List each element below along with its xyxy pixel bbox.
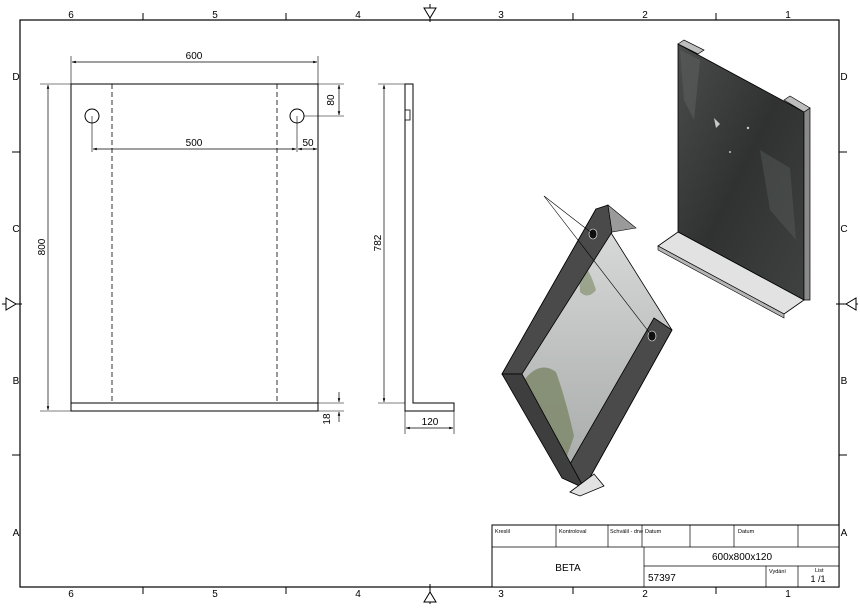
- mirror-outline: [70, 83, 319, 412]
- zone-col-1-top: 1: [785, 10, 791, 21]
- zone-col-6-bottom: 6: [68, 589, 74, 600]
- zone-col-1-bottom: 1: [785, 589, 791, 600]
- tb-label-checked: Kontroloval: [559, 529, 587, 535]
- tb-label-date-2: Datum: [738, 529, 755, 535]
- dim-shelf-depth-120: 120: [422, 417, 439, 428]
- zone-row-b-left: B: [13, 376, 20, 387]
- zone-ticks: [12, 13, 847, 594]
- zone-row-c-right: C: [840, 224, 847, 235]
- side-profile: [404, 83, 455, 412]
- iso-back-frame-upper: [501, 204, 613, 375]
- zone-col-4-top: 4: [355, 10, 361, 21]
- iso-view-front: [657, 39, 811, 319]
- zone-col-6-top: 6: [68, 10, 74, 21]
- dim-hole-spacing-500: 500: [186, 138, 203, 149]
- iso-back-shelf: [569, 473, 605, 497]
- front-view: 600 500 50 80 800 18: [37, 51, 344, 425]
- dim-side-height-782: 782: [373, 234, 384, 251]
- leader-line-2: [543, 195, 653, 337]
- iso-view-back: [501, 195, 673, 497]
- side-hanger: [404, 109, 411, 121]
- tb-product-name: BETA: [555, 563, 581, 574]
- dim-height-800: 800: [37, 238, 48, 255]
- dim-shelf-thickness-18: 18: [322, 413, 333, 425]
- dim-hole-top-80: 80: [326, 94, 337, 106]
- zone-col-5-bottom: 5: [212, 589, 218, 600]
- tb-label-drawn: Kreslil: [495, 529, 510, 535]
- zone-row-d-right: D: [840, 72, 847, 83]
- dim-hole-side-50: 50: [302, 138, 314, 149]
- iso-front-side-edge: [803, 107, 811, 301]
- zone-col-3-top: 3: [498, 10, 504, 21]
- tb-product-code: 57397: [648, 573, 676, 584]
- zone-row-d-left: D: [12, 72, 19, 83]
- zone-col-2-bottom: 2: [642, 589, 648, 600]
- zone-row-a-right: A: [841, 528, 848, 539]
- tb-label-approved: Schválil - dne: [610, 529, 643, 535]
- dim-width-600: 600: [186, 51, 203, 62]
- side-view: 782 120: [373, 83, 455, 434]
- zone-col-2-top: 2: [642, 10, 648, 21]
- zone-row-b-right: B: [841, 376, 848, 387]
- tb-label-issue: Vydání: [769, 569, 786, 575]
- tb-label-sheet: List: [815, 568, 824, 574]
- zone-col-4-bottom: 4: [355, 589, 361, 600]
- zone-col-5-top: 5: [212, 10, 218, 21]
- leader-line-1: [543, 195, 594, 235]
- title-block: Kreslil Kontroloval Schválil - dne Datum…: [491, 524, 840, 588]
- iso-front-top-bracket-right: [783, 95, 811, 113]
- tb-sheet-value: 1 /1: [810, 574, 825, 584]
- zone-col-3-bottom: 3: [498, 589, 504, 600]
- tb-label-date-1: Datum: [645, 529, 662, 535]
- tb-dimensions: 600x800x120: [712, 552, 772, 563]
- zone-row-a-left: A: [13, 528, 20, 539]
- centering-marks: [2, 4, 858, 604]
- zone-row-c-left: C: [12, 224, 19, 235]
- iso-front-top-bracket-left: [677, 39, 705, 55]
